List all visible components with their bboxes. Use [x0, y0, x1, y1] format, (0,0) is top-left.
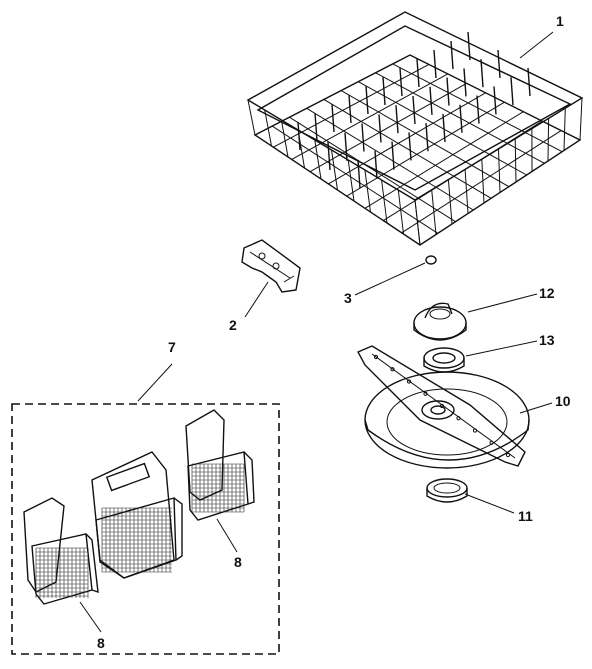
callout-12: 12: [539, 285, 555, 301]
callout-2: 2: [229, 317, 237, 333]
callout-3: 3: [344, 290, 352, 306]
dishrack[interactable]: [246, 11, 584, 246]
callout-10: 10: [555, 393, 571, 409]
basket-group-outline: [11, 403, 280, 655]
center-basket[interactable]: [91, 451, 183, 579]
callout-8-right: 8: [234, 554, 242, 570]
callout-7: 7: [168, 339, 176, 355]
small-basket-right[interactable]: [185, 409, 255, 521]
rack-stop[interactable]: [425, 255, 437, 265]
hub-seal-ring[interactable]: [426, 478, 468, 503]
callout-8-left: 8: [97, 635, 105, 651]
small-basket-left[interactable]: [23, 497, 99, 605]
bearing-ring[interactable]: [423, 347, 465, 373]
rack-clip[interactable]: [241, 239, 301, 293]
leader-lines: [79, 31, 554, 633]
callout-1: 1: [556, 13, 564, 29]
callout-11: 11: [518, 508, 533, 524]
spray-arm-nut[interactable]: [413, 302, 467, 341]
callout-13: 13: [539, 332, 555, 348]
spray-arm-assembly[interactable]: [357, 345, 530, 469]
